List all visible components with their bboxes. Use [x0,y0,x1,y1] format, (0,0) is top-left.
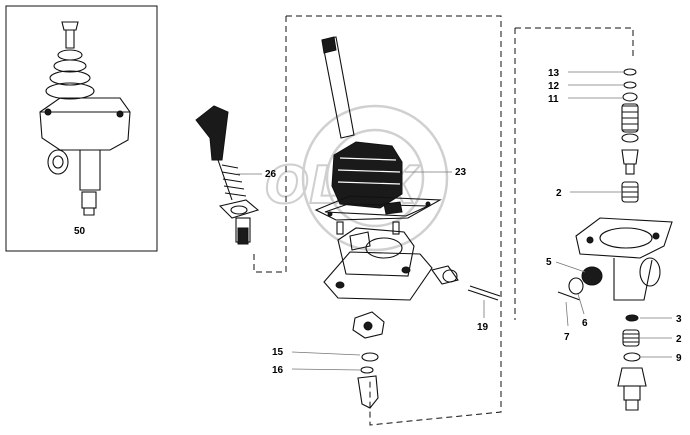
right-valve-stack: 13 12 11 2 [548,68,639,203]
part-19-pin: 19 [431,265,501,333]
callout-15: 15 [272,347,284,358]
callout-2a: 2 [556,188,562,199]
watermark-gear-icon [301,104,449,252]
part-23-boot: 23 [314,141,467,235]
callout-6: 6 [582,318,588,329]
assembly-boundary-main [286,15,502,426]
callout-13: 13 [548,68,560,79]
callout-50: 50 [74,226,86,237]
inset-frame [5,5,158,252]
inset-assembly-50: 50 [5,5,158,252]
callout-9: 9 [676,353,682,364]
callout-7: 7 [564,332,570,343]
callout-3: 3 [676,314,682,325]
assembly-boundary-right [515,27,634,60]
callout-16: 16 [272,365,284,376]
callout-12: 12 [548,81,560,92]
callout-2b: 2 [676,334,682,345]
part-26-knob-assembly: 26 [195,105,277,245]
callout-11: 11 [548,94,559,105]
callout-23: 23 [455,167,467,178]
callout-19: 19 [477,322,489,333]
lower-valve-parts: 15 16 [272,311,385,409]
callout-26: 26 [265,169,277,180]
base-housing [323,227,433,301]
right-lower-parts: 3 2 9 [617,314,682,411]
right-valve-body: 5 6 7 [546,217,673,343]
callout-5: 5 [546,257,552,268]
assembly-boundary-left [253,16,287,273]
shift-rod [321,36,355,139]
